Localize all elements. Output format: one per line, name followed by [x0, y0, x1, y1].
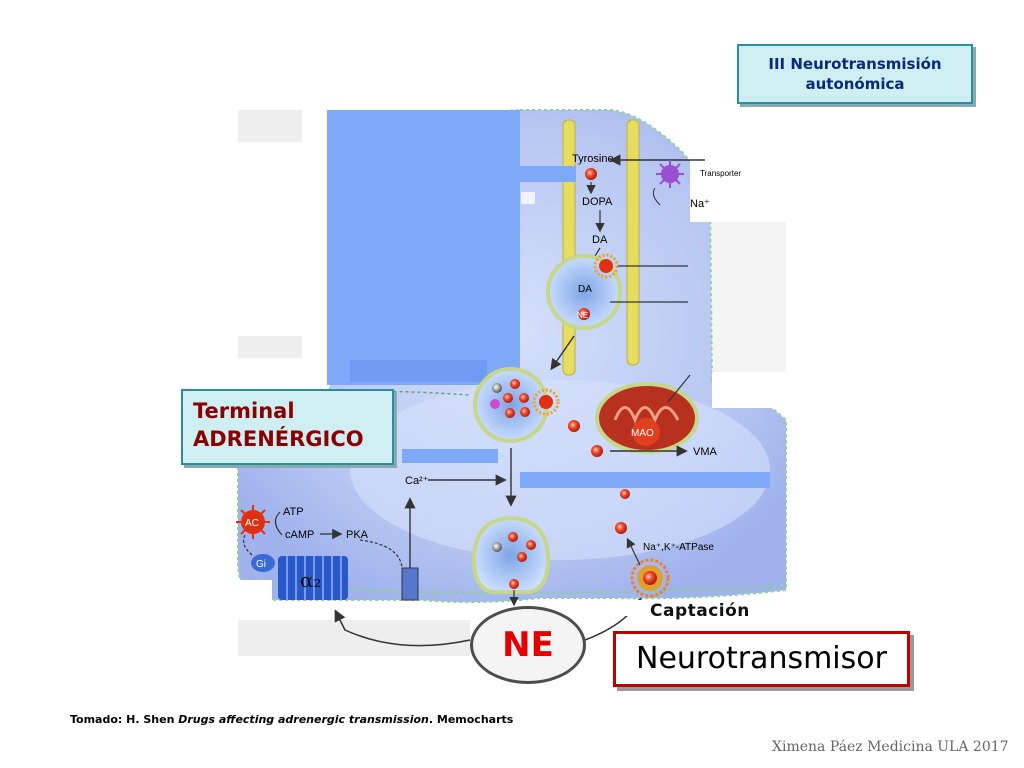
transporter-label: Transporter	[700, 169, 741, 178]
faded-box	[238, 110, 302, 142]
section-title: III Neurotransmisión autonómica	[737, 44, 973, 104]
alpha2-label: α₂	[300, 568, 322, 592]
ca-channel	[401, 567, 419, 601]
neurotransmisor-box: Neurotransmisor	[613, 631, 910, 687]
terminal-label-box: Terminal ADRENÉRGICO	[181, 389, 394, 465]
tyrosine-label: Tyrosine	[572, 153, 614, 165]
terminal-label-line2: ADRENÉRGICO	[193, 427, 364, 451]
da-label: DA	[592, 234, 608, 246]
ac-label: AC	[245, 518, 259, 529]
free-ne	[568, 420, 580, 432]
occluder-bar	[520, 166, 576, 182]
terminal-label-line1: Terminal	[193, 399, 295, 423]
credit-suffix: . Memocharts	[428, 713, 514, 726]
credit-prefix: Tomado: H. Shen	[70, 713, 179, 726]
gi-protein-icon	[251, 554, 275, 572]
occluder-bar	[350, 360, 487, 382]
feedback-arrow	[334, 609, 471, 647]
free-ne	[591, 445, 603, 457]
alpha2-receptor-icon	[278, 556, 348, 600]
captacion-label: Captación	[650, 601, 750, 621]
vesicle-ne-dot	[578, 308, 590, 320]
vesicle-da-label: DA	[578, 284, 592, 295]
ne-molecules	[490, 379, 530, 418]
white-gap	[238, 580, 272, 602]
mitochondrion-cristae	[613, 406, 680, 425]
white-gap	[712, 372, 786, 408]
dopa-label: DOPA	[582, 196, 613, 208]
white-gap	[622, 600, 662, 616]
occluder-large	[327, 110, 520, 385]
atp-label: ATP	[283, 506, 304, 518]
gi-label: Gi	[256, 559, 266, 570]
reuptake-arrow	[626, 537, 641, 566]
released-ne-molecules	[492, 532, 536, 589]
camp-label: cAMP	[285, 529, 314, 541]
mao-label: MAO	[631, 428, 654, 439]
pointer-line	[667, 374, 691, 403]
credit-book: Drugs affecting adrenergic transmission	[178, 713, 429, 726]
cytoplasm-highlight	[350, 380, 770, 560]
microtubule	[626, 119, 640, 366]
vesicle-transport-arrow	[550, 335, 575, 371]
atp-camp-arrow	[274, 511, 283, 536]
pka-to-channel	[359, 539, 403, 569]
ne-label: NE	[502, 625, 554, 665]
vma-label: VMA	[693, 446, 718, 458]
occluder-small	[521, 192, 535, 204]
synthesis-vesicle	[546, 254, 622, 330]
reuptake-ne	[615, 522, 627, 534]
mao-enzyme	[632, 418, 660, 446]
section-title-line2: autonómica	[805, 75, 905, 93]
faded-box	[238, 336, 302, 358]
neurotransmisor-label: Neurotransmisor	[636, 641, 887, 676]
reuptake-transporter-icon	[630, 558, 670, 598]
occluder-bar	[402, 449, 498, 463]
transporter-icon	[656, 160, 684, 188]
tyrosine-molecule	[585, 168, 597, 180]
gi-to-ac	[242, 534, 253, 556]
source-credit: Tomado: H. Shen Drugs affecting adrenerg…	[70, 713, 513, 726]
vesicle-ne-label: NE	[577, 311, 588, 320]
na-arrow	[652, 187, 661, 206]
ca-label: Ca²⁺	[405, 475, 429, 487]
mitochondrion	[595, 382, 699, 454]
adenylyl-cyclase-icon	[236, 505, 270, 539]
storage-vesicle	[473, 367, 549, 443]
ne-oval: NE	[470, 606, 586, 684]
section-title-line1: III Neurotransmisión	[768, 55, 942, 73]
pka-label: PKA	[346, 529, 369, 541]
docked-vesicle	[471, 515, 551, 594]
na-label: Na⁺	[690, 198, 710, 210]
reuptake-ne	[620, 489, 630, 499]
storage-vmat-icon	[532, 388, 560, 416]
vmat-transporter-icon	[593, 253, 619, 279]
occluder-bar	[520, 472, 770, 488]
white-gap	[690, 110, 786, 222]
footer-author: Ximena Páez Medicina ULA 2017	[772, 739, 1009, 755]
faded-box	[238, 620, 470, 656]
atpase-label: Na⁺,K⁺-ATPase	[643, 542, 714, 553]
